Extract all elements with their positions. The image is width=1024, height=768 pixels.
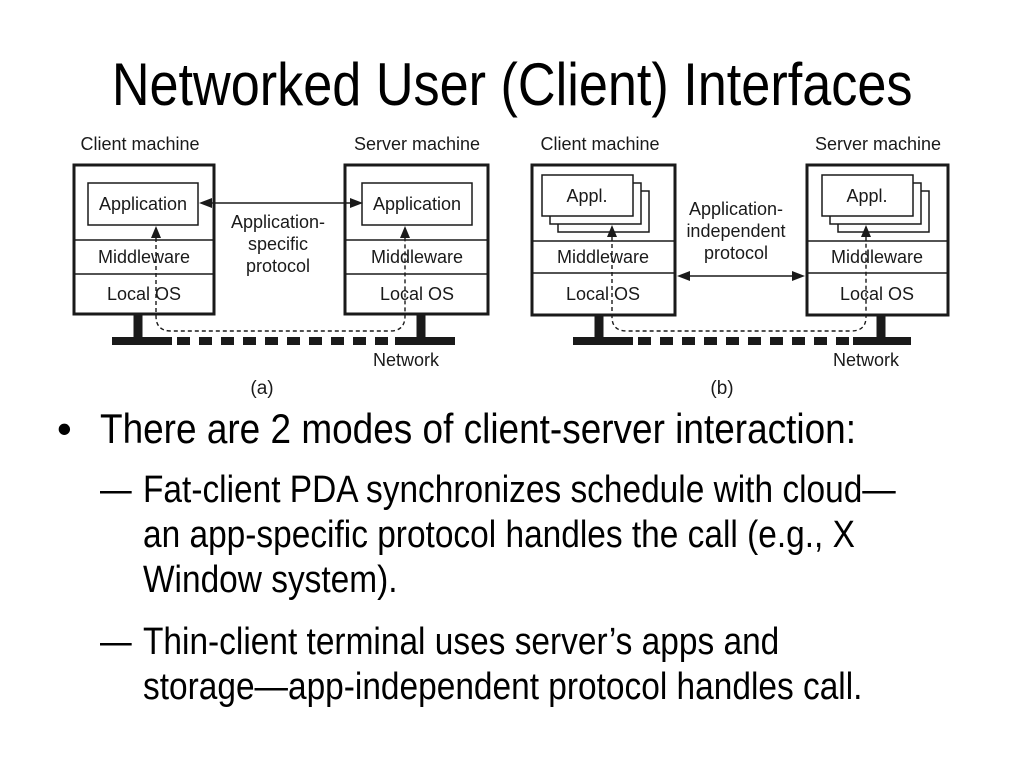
panel-b-client-middleware-label: Middleware <box>557 247 649 267</box>
panel-b-client-appl-label: Appl. <box>566 186 607 206</box>
panel-a-server-machine-label: Server machine <box>354 134 480 154</box>
panel-b-client-appl-box-front <box>541 174 634 217</box>
panel-b-client-machine-label: Client machine <box>540 134 659 154</box>
panel-a-dashed-arrowhead-server <box>400 226 410 238</box>
bullet-main-marker: • <box>57 405 72 452</box>
panel-b-protocol-label-line2: independent <box>686 221 785 241</box>
bullet-sub2-line2: storage—app-independent protocol handles… <box>143 666 863 708</box>
panel-a-server-application-box <box>361 182 473 226</box>
panel-b-server-local-os-label: Local OS <box>840 284 914 304</box>
panel-a-caption: (a) <box>250 378 273 399</box>
bullet-sub2-text: Thin-client terminal uses server’s apps … <box>143 620 992 710</box>
page-title-text: Networked User (Client) Interfaces <box>111 51 913 118</box>
panel-a-server-middleware-label: Middleware <box>371 247 463 267</box>
bullet-sub2-line1: Thin-client terminal uses server’s apps … <box>143 621 780 663</box>
panel-a-client-local-os-label: Local OS <box>107 284 181 304</box>
panel-a: Client machine Server machine Applicatio… <box>72 134 490 399</box>
panel-b-protocol-arrowhead-left <box>677 271 690 281</box>
panel-b-server-appl-label: Appl. <box>846 186 887 206</box>
bullet-sub-thin-client: – Thin-client terminal uses server’s app… <box>100 620 992 710</box>
panel-b-protocol-arrowhead-right <box>792 271 805 281</box>
panel-a-protocol-label-line3: protocol <box>246 256 310 276</box>
panel-b: Client machine Server machine Appl. Midd… <box>530 134 950 399</box>
bullet-sub1-text: Fat-client PDA synchronizes schedule wit… <box>143 468 992 603</box>
panel-b-server-middleware-label: Middleware <box>831 247 923 267</box>
panel-a-protocol-arrowhead-left <box>199 198 212 208</box>
panel-b-caption: (b) <box>710 378 733 399</box>
bullet-main-text: There are 2 modes of client-server inter… <box>100 405 856 452</box>
panel-b-dashed-arrowhead-server <box>861 225 871 237</box>
panel-a-client-application-box <box>87 182 199 226</box>
panel-b-protocol-label-line1: Application- <box>689 199 783 219</box>
panel-a-server-application-label: Application <box>373 194 461 214</box>
bullet-sub-fat-client: – Fat-client PDA synchronizes schedule w… <box>100 468 992 603</box>
panel-b-client-local-os-label: Local OS <box>566 284 640 304</box>
panel-a-protocol-label-line1: Application- <box>231 212 325 232</box>
panel-a-server-local-os-label: Local OS <box>380 284 454 304</box>
panel-a-protocol-label-line2: specific <box>248 234 308 254</box>
panel-a-network-label: Network <box>373 350 440 370</box>
panel-a-client-application-label: Application <box>99 194 187 214</box>
bullet-sub1-line1: Fat-client PDA synchronizes schedule wit… <box>143 469 896 511</box>
panel-b-network-label: Network <box>833 350 900 370</box>
panel-a-dashed-message-path <box>155 238 406 332</box>
bullet-list: • There are 2 modes of client-server int… <box>57 404 992 710</box>
panel-b-server-machine-label: Server machine <box>815 134 941 154</box>
panel-b-protocol-label-line3: protocol <box>704 243 768 263</box>
bullet-main: • There are 2 modes of client-server int… <box>57 404 992 454</box>
bullet-sub1-marker: – <box>100 469 132 511</box>
panel-b-server-appl-box-front <box>821 174 914 217</box>
panel-a-protocol-arrowhead-right <box>350 198 363 208</box>
panel-a-dashed-arrowhead-client <box>151 226 161 238</box>
page-title: Networked User (Client) Interfaces <box>0 52 1024 118</box>
panel-b-dashed-arrowhead-client <box>607 225 617 237</box>
bullet-sub2-marker: – <box>100 621 132 663</box>
panel-b-dashed-message-path <box>611 237 867 332</box>
panel-a-client-middleware-label: Middleware <box>98 247 190 267</box>
bullet-sub1-line3: Window system). <box>143 559 398 601</box>
panel-a-client-machine-label: Client machine <box>80 134 199 154</box>
client-server-diagram: Client machine Server machine Applicatio… <box>72 134 950 399</box>
bullet-sub1-line2: an app-specific protocol handles the cal… <box>143 514 855 556</box>
